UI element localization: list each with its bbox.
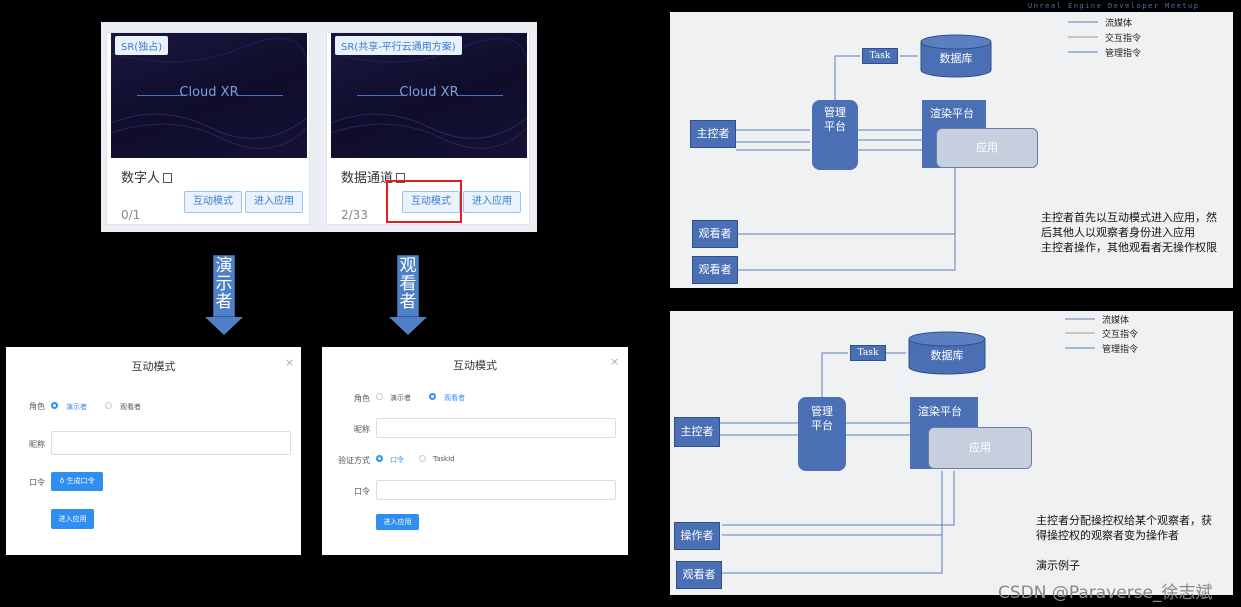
architecture-diagram-bottom: 流媒体 交互指令 管理指令 Task 数据库 管理 平台 渲染平台 应用 主控者…: [670, 311, 1233, 595]
app-thumbnail[interactable]: Cloud XR SR(共享-平行云通用方案): [331, 33, 527, 158]
copy-icon[interactable]: [163, 173, 173, 183]
logo-line-right: [237, 95, 283, 96]
verify-radio-taskid[interactable]: [419, 455, 426, 462]
nickname-input[interactable]: [376, 418, 616, 438]
interactive-mode-dialog-presenter: 互动模式 × 角色 演示者 观看者 昵称 口令 ♁ 生成口令 进入应用: [6, 347, 301, 555]
app-name: 数字人: [121, 167, 173, 186]
app-box: 应用: [936, 128, 1038, 168]
legend-management: 管理指令: [1102, 345, 1139, 355]
logo-line-right: [457, 95, 503, 96]
nickname-label: 昵称: [354, 425, 370, 434]
close-icon[interactable]: ×: [285, 356, 295, 369]
diagram-connectors: [736, 21, 1098, 271]
database-label: 数据库: [930, 349, 964, 362]
logo-line-left: [137, 95, 183, 96]
down-arrow-presenter: 演示者: [205, 255, 245, 337]
task-box: Task: [850, 345, 886, 361]
wave-pattern: [111, 37, 307, 149]
app-type-tag: SR(共享-平行云通用方案): [335, 36, 462, 55]
watermark: CSDN @Paraverse_徐志斌: [998, 583, 1213, 603]
close-icon[interactable]: ×: [610, 355, 620, 368]
generate-password-button[interactable]: ♁ 生成口令: [51, 472, 103, 491]
app-logo: Cloud XR: [179, 85, 239, 100]
event-header: Unreal Engine Developer Meetup: [1028, 2, 1200, 10]
enter-app-button[interactable]: 进入应用: [463, 191, 521, 213]
role-radio-viewer[interactable]: [105, 402, 112, 409]
app-logo: Cloud XR: [399, 85, 459, 100]
role-label: 角色: [354, 394, 370, 403]
nickname-input[interactable]: [51, 431, 291, 455]
role-option-presenter[interactable]: 演示者: [66, 403, 87, 411]
highlight-box: [386, 180, 462, 223]
viewer-box: 观看者: [692, 220, 738, 248]
viewer-box: 观看者: [676, 561, 722, 589]
role-option-presenter[interactable]: 演示者: [390, 394, 411, 402]
interactive-mode-button[interactable]: 互动模式: [402, 191, 460, 213]
role-radio-viewer[interactable]: [429, 393, 436, 400]
viewer-box: 观看者: [692, 256, 738, 284]
app-session-count: 2/33: [341, 208, 368, 222]
password-label: 口令: [354, 487, 370, 496]
verify-option-taskid[interactable]: TaskId: [433, 455, 455, 463]
role-option-viewer[interactable]: 观看者: [444, 394, 465, 402]
controller-box: 主控者: [674, 417, 720, 447]
note-text: 主控者分配操控权给某个观察者，获 得操控权的观察者变为操作者 演示例子: [1036, 514, 1212, 572]
app-type-tag: SR(独占): [115, 36, 169, 55]
controller-box: 主控者: [690, 120, 736, 148]
enter-app-button[interactable]: 进入应用: [376, 514, 419, 530]
legend-streaming: 流媒体: [1102, 316, 1130, 326]
note-text: 主控者首先以互动模式进入应用，然 后其他人以观察者身份进入应用 主控者操作，其他…: [1041, 211, 1217, 254]
database-label: 数据库: [939, 52, 973, 65]
verify-option-password[interactable]: 口令: [390, 456, 404, 464]
password-input[interactable]: [376, 480, 616, 500]
legend-streaming: 流媒体: [1105, 19, 1133, 29]
management-platform-box: 管理 平台: [812, 100, 858, 170]
role-radio-presenter[interactable]: [376, 393, 383, 400]
interactive-mode-button[interactable]: 互动模式: [184, 191, 242, 213]
app-thumbnail[interactable]: Cloud XR SR(独占): [111, 33, 307, 158]
operator-box: 操作者: [674, 522, 720, 550]
dialog-title: 互动模式: [453, 359, 497, 372]
copy-icon[interactable]: [396, 173, 406, 183]
legend-management: 管理指令: [1105, 49, 1142, 59]
app-list-panel: Cloud XR SR(独占) 数字人 0/1 互动模式 进入应用 Cloud …: [101, 22, 537, 232]
role-option-viewer[interactable]: 观看者: [120, 403, 141, 411]
down-arrow-viewer: 观看者: [389, 255, 429, 337]
database-cylinder: [920, 34, 992, 78]
nickname-label: 昵称: [29, 440, 45, 449]
legend-interaction: 交互指令: [1102, 330, 1139, 340]
arrow-label: 观看者: [399, 256, 417, 312]
dialog-title: 互动模式: [131, 360, 176, 373]
legend-interaction: 交互指令: [1105, 34, 1142, 44]
logo-line-left: [357, 95, 403, 96]
verify-radio-password[interactable]: [376, 455, 383, 462]
app-session-count: 0/1: [121, 208, 141, 222]
password-label: 口令: [29, 478, 45, 487]
arrow-label: 演示者: [215, 256, 233, 312]
app-card: Cloud XR SR(独占) 数字人 0/1 互动模式 进入应用: [106, 32, 310, 225]
app-box: 应用: [928, 427, 1032, 469]
management-platform-box: 管理 平台: [798, 397, 846, 471]
app-name: 数据通道: [341, 167, 406, 186]
app-card: Cloud XR SR(共享-平行云通用方案) 数据通道 2/33 互动模式 进…: [326, 32, 530, 225]
role-label: 角色: [29, 402, 45, 411]
enter-app-button[interactable]: 进入应用: [245, 191, 303, 213]
diagram-connectors: [720, 318, 1095, 574]
architecture-diagram-top: 流媒体 交互指令 管理指令 Task 数据库 管理 平台 渲染平台 应用 主控者…: [670, 12, 1233, 288]
verify-method-label: 验证方式: [338, 456, 370, 465]
enter-app-button[interactable]: 进入应用: [51, 509, 94, 529]
database-cylinder: [908, 331, 986, 375]
interactive-mode-dialog-viewer: 互动模式 × 角色 演示者 观看者 昵称 验证方式 口令 TaskId 口令 进…: [322, 347, 628, 555]
role-radio-presenter[interactable]: [51, 402, 58, 409]
task-box: Task: [862, 48, 898, 64]
